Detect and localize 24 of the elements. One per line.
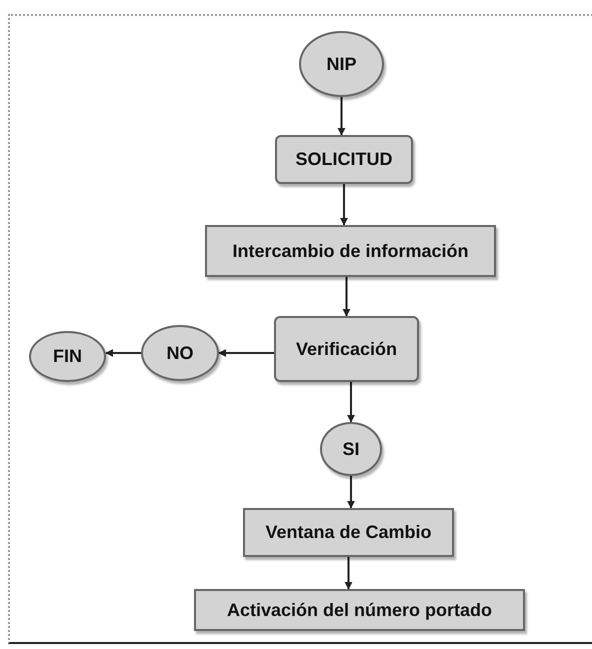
arrow (347, 476, 355, 509)
node-label: FIN (53, 345, 82, 368)
process-box (274, 316, 419, 382)
arrow (218, 349, 274, 357)
arrow (347, 382, 355, 423)
arrow (338, 97, 346, 136)
process-box (275, 135, 413, 184)
arrow (342, 277, 350, 317)
arrow (340, 184, 348, 226)
node-label: Ventana de Cambio (265, 521, 432, 544)
node-label: Intercambio de información (232, 240, 469, 262)
process-box (194, 589, 525, 631)
arrow (344, 557, 352, 590)
node-label: NIP (326, 52, 356, 76)
node-label: NO (166, 342, 194, 364)
terminal-ellipse (320, 422, 382, 476)
node-label: Activación del número portado (226, 598, 492, 622)
node-label: SOLICITUD (296, 148, 392, 171)
process-box (205, 225, 496, 277)
node-label: Verificación (296, 338, 398, 360)
node-label: SI (342, 438, 360, 460)
terminal-ellipse (29, 331, 106, 382)
arrow (105, 349, 141, 357)
process-box (243, 508, 454, 557)
